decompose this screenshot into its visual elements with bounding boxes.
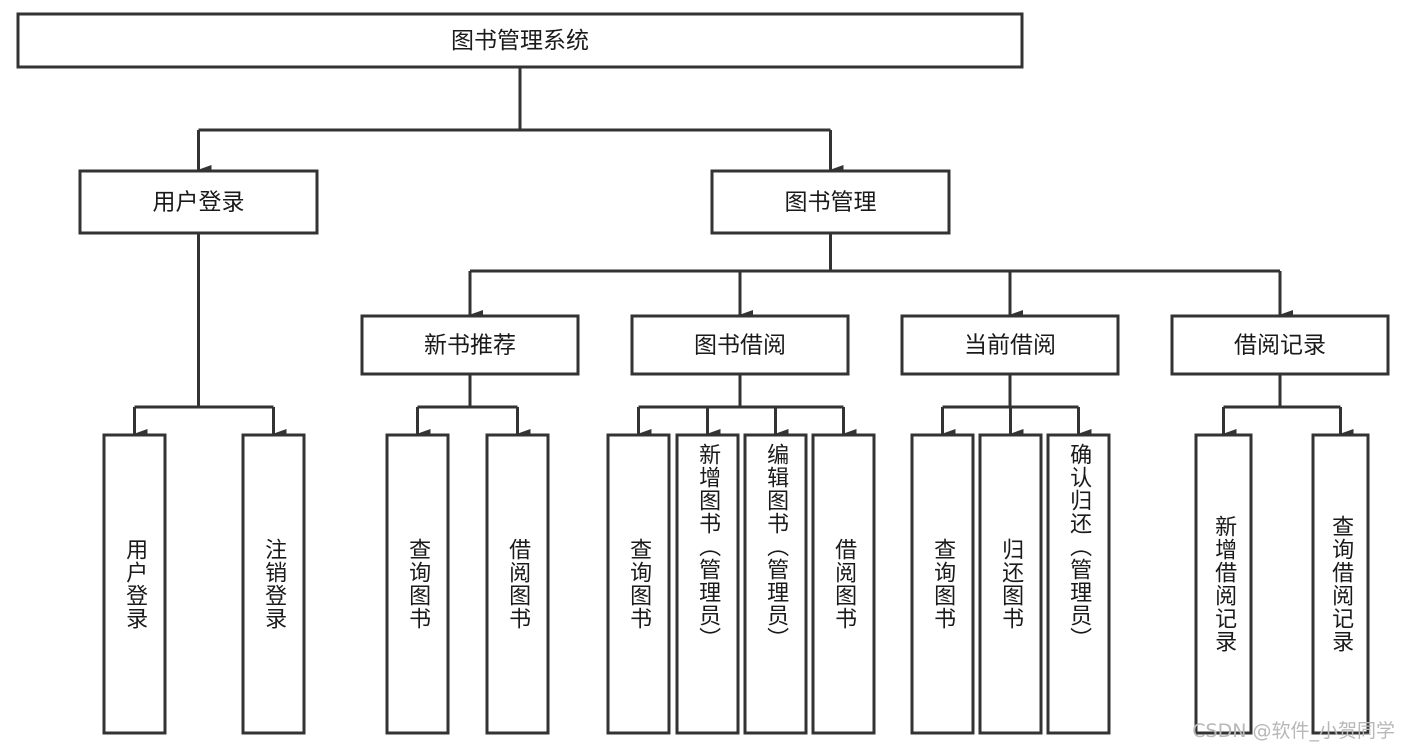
book-management-label: 图书管理 (785, 190, 877, 216)
user-login-label: 用户登录 (153, 190, 245, 216)
leaf-borrow-book-recommend-box[interactable] (485, 433, 550, 735)
book-borrow-label: 图书借阅 (694, 333, 786, 359)
current-borrow-label: 当前借阅 (964, 333, 1056, 359)
book-borrow-box[interactable] (630, 314, 850, 376)
leaf-query-book-recommend-box[interactable] (385, 433, 450, 735)
connectors-layer (133, 67, 1354, 439)
book-management-box[interactable] (710, 169, 951, 235)
leaf-query-borrow-record-box[interactable] (1311, 433, 1370, 735)
leaf-return-book-box[interactable] (978, 433, 1043, 735)
leaf-borrow-book-box[interactable] (811, 433, 876, 735)
borrow-record-box[interactable] (1170, 314, 1390, 376)
user-login-box[interactable] (78, 169, 319, 235)
leaf-logout-login-box[interactable] (241, 433, 306, 735)
leaf-query-book-current-box[interactable] (910, 433, 975, 735)
root-box[interactable] (16, 12, 1024, 69)
leaf-confirm-return-box[interactable] (1046, 433, 1111, 735)
leaf-user-login-box[interactable] (102, 433, 167, 735)
borrow-record-label: 借阅记录 (1234, 333, 1326, 359)
leaf-query-book-borrow-box[interactable] (606, 433, 671, 735)
new-book-recommend-label: 新书推荐 (424, 333, 516, 359)
root-label: 图书管理系统 (451, 28, 589, 54)
current-borrow-box[interactable] (900, 314, 1120, 376)
leaf-add-borrow-record-box[interactable] (1194, 433, 1253, 735)
leaf-edit-book-box[interactable] (743, 433, 808, 735)
leaf-add-book-box[interactable] (675, 433, 740, 735)
new-book-recommend-box[interactable] (360, 314, 580, 376)
